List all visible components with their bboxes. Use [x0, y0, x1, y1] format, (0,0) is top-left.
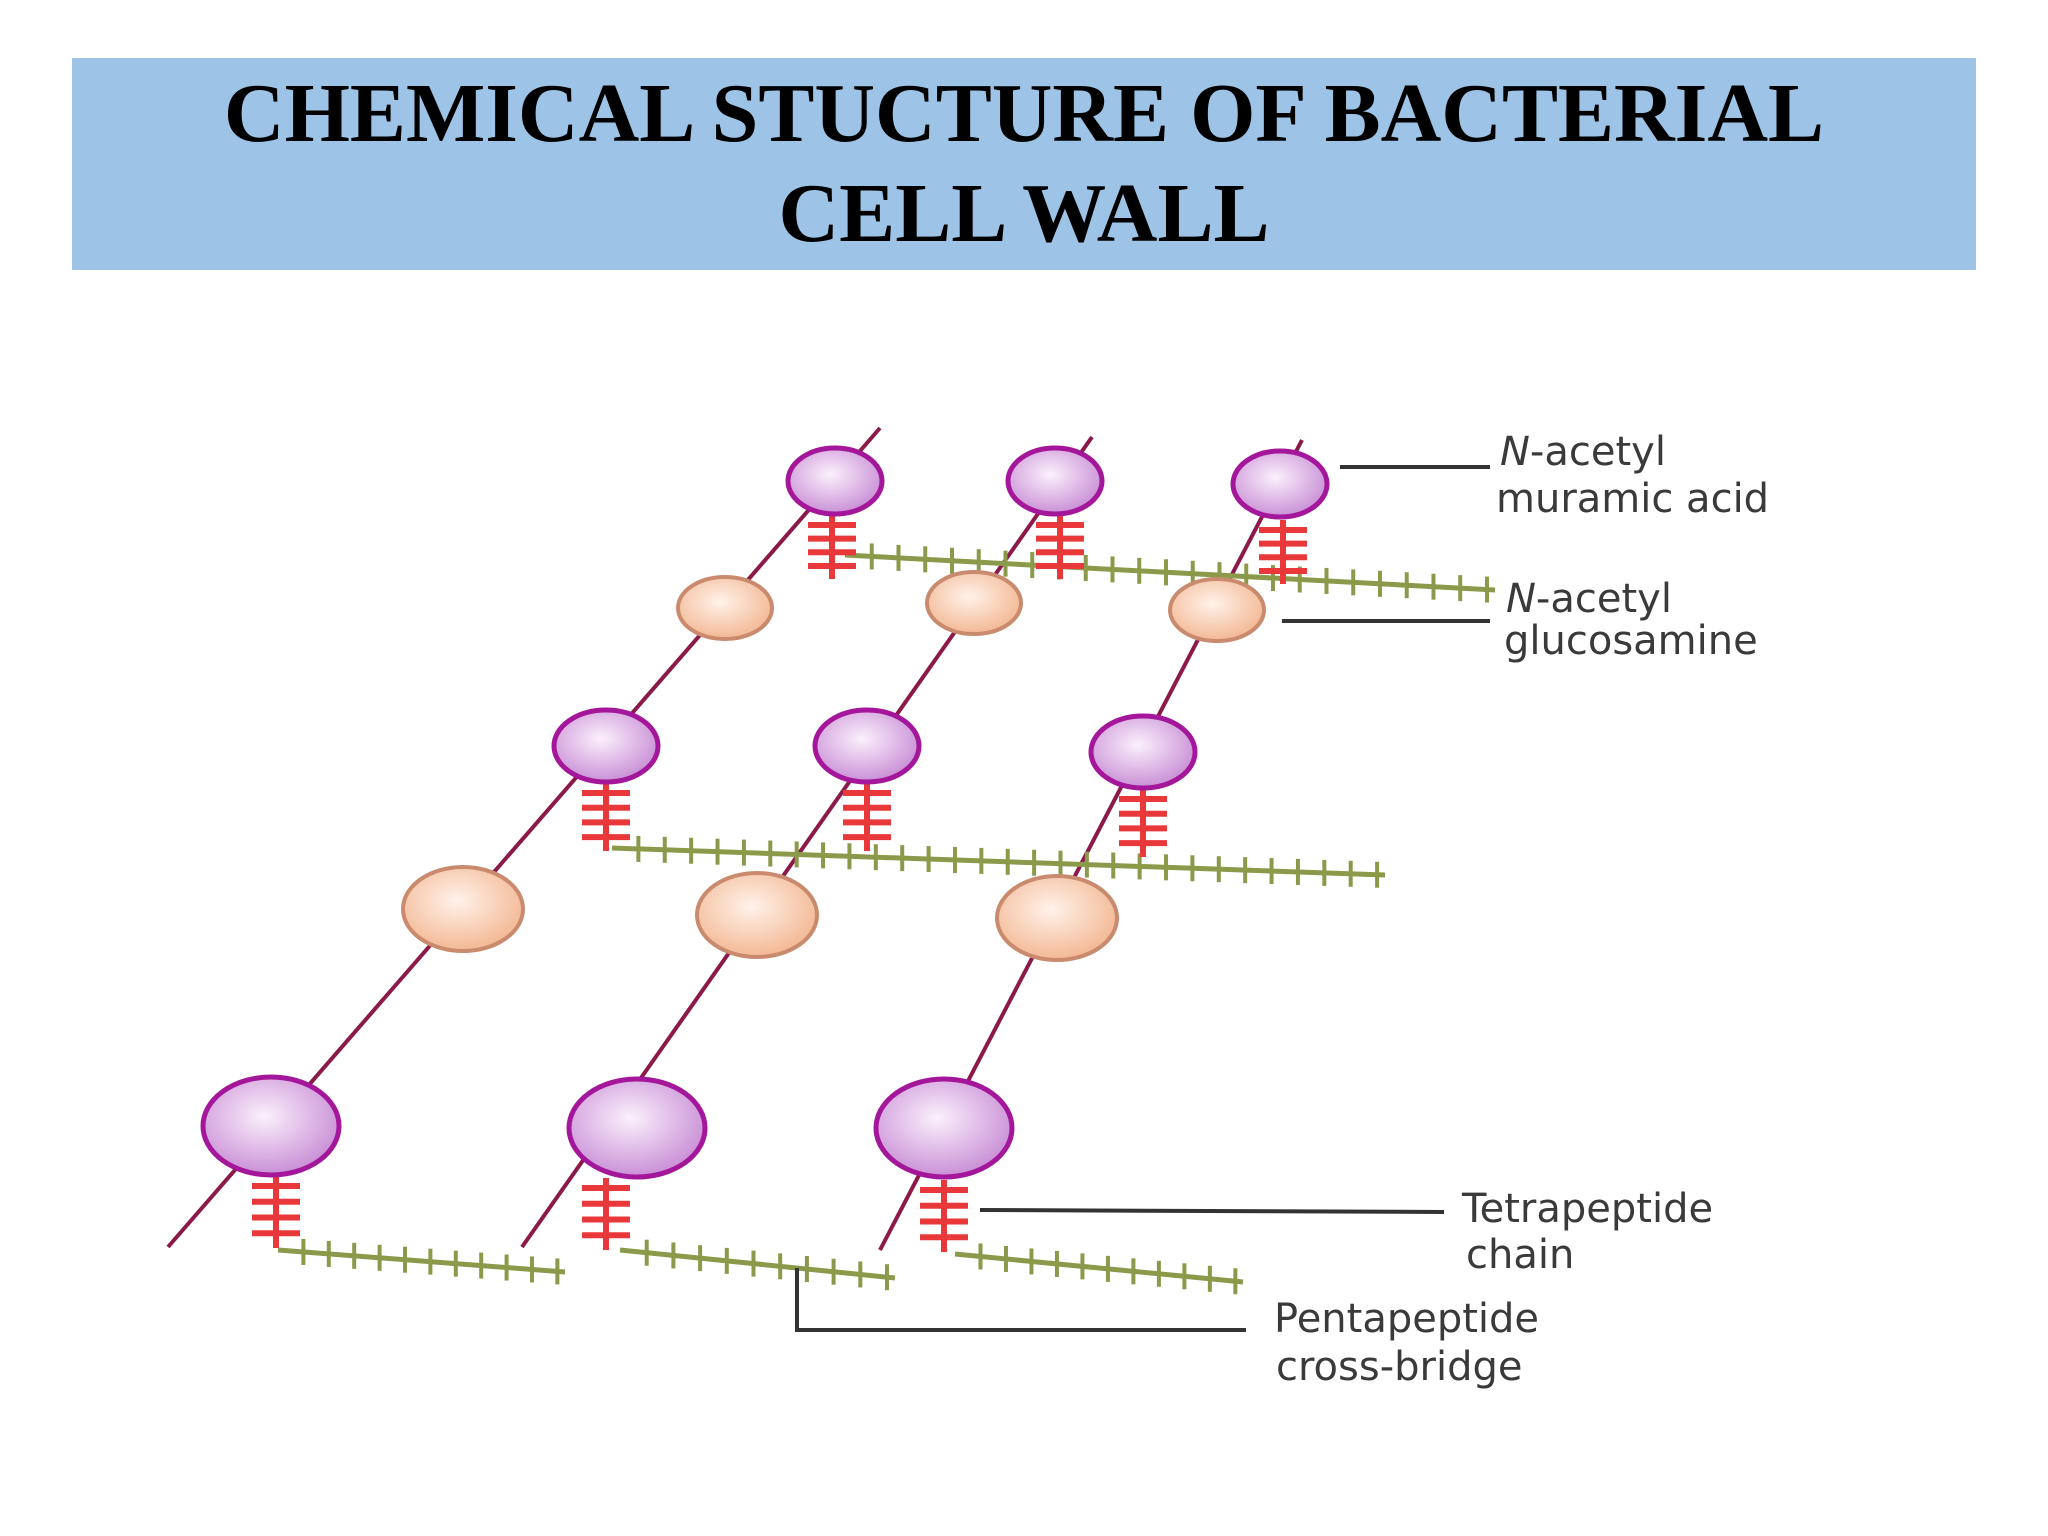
nag-label-line-2: glucosamine	[1504, 618, 1758, 664]
tetrapeptide-chain	[920, 1180, 968, 1252]
title-line-1: CHEMICAL STUCTURE OF BACTERIAL	[223, 67, 1825, 160]
nam-unit	[785, 445, 885, 517]
nag-unit	[1168, 577, 1266, 643]
tetrapeptide-leader-line	[979, 1208, 1445, 1214]
tetrapeptide-label-line-2: chain	[1466, 1232, 1574, 1278]
nag-units	[401, 570, 1266, 962]
cross-bridge-rail	[619, 1247, 896, 1281]
tetrapeptide-chain	[1119, 789, 1167, 857]
nam-units	[200, 445, 1330, 1180]
pentapeptide-label-line-1: Pentapeptide	[1274, 1296, 1539, 1342]
cross-bridge-rail	[277, 1247, 566, 1275]
nam-unit	[566, 1076, 708, 1180]
tetrapeptide-chain	[1036, 515, 1084, 579]
nam-unit	[1088, 713, 1198, 791]
tetrapeptide-chain	[582, 783, 630, 851]
component-labels: N-acetyl muramic acid N-acetyl glucosami…	[1274, 429, 1769, 1390]
nam-label-line-1: N-acetyl	[1500, 429, 1666, 475]
title-line-2: CELL WALL	[778, 167, 1270, 260]
tetrapeptide-chain	[1259, 520, 1307, 584]
nam-unit	[873, 1076, 1015, 1180]
nag-unit	[401, 865, 525, 953]
pentapeptide-cross-bridges	[277, 543, 1496, 1295]
leader-lines	[795, 465, 1490, 1332]
nam-unit	[200, 1074, 342, 1178]
pentapeptide-cross-bridge	[619, 1239, 896, 1291]
pentapeptide-cross-bridge	[844, 543, 1496, 603]
nam-unit	[1230, 448, 1330, 520]
nag-unit	[676, 575, 774, 641]
nag-unit	[925, 570, 1023, 636]
tetrapeptide-label-line-1: Tetrapeptide	[1461, 1186, 1713, 1232]
nam-unit	[551, 707, 661, 785]
pentapeptide-label-line-2: cross-bridge	[1276, 1344, 1522, 1390]
nam-label-line-2: muramic acid	[1496, 476, 1769, 522]
tetrapeptide-chain	[808, 515, 856, 579]
nag-unit	[695, 871, 819, 959]
slide-title: CHEMICAL STUCTURE OF BACTERIAL CELL WALL	[224, 64, 1824, 264]
tetrapeptide-chain	[843, 783, 891, 851]
title-banner: CHEMICAL STUCTURE OF BACTERIAL CELL WALL	[72, 58, 1976, 270]
cross-bridge-rail	[954, 1251, 1244, 1285]
tetrapeptide-chain	[252, 1176, 300, 1248]
nag-label-line-1: N-acetyl	[1506, 576, 1672, 622]
pentapeptide-cross-bridge	[954, 1243, 1244, 1295]
nam-unit	[812, 707, 922, 785]
nag-unit	[995, 874, 1119, 962]
pentapeptide-leader-line	[795, 1268, 1246, 1332]
pentapeptide-cross-bridge	[277, 1238, 566, 1285]
tetrapeptide-chains	[252, 515, 1307, 1252]
cross-bridge-rail	[611, 845, 1386, 878]
nam-unit	[1005, 445, 1105, 517]
tetrapeptide-chain	[582, 1178, 630, 1250]
pentapeptide-cross-bridge	[611, 835, 1386, 888]
